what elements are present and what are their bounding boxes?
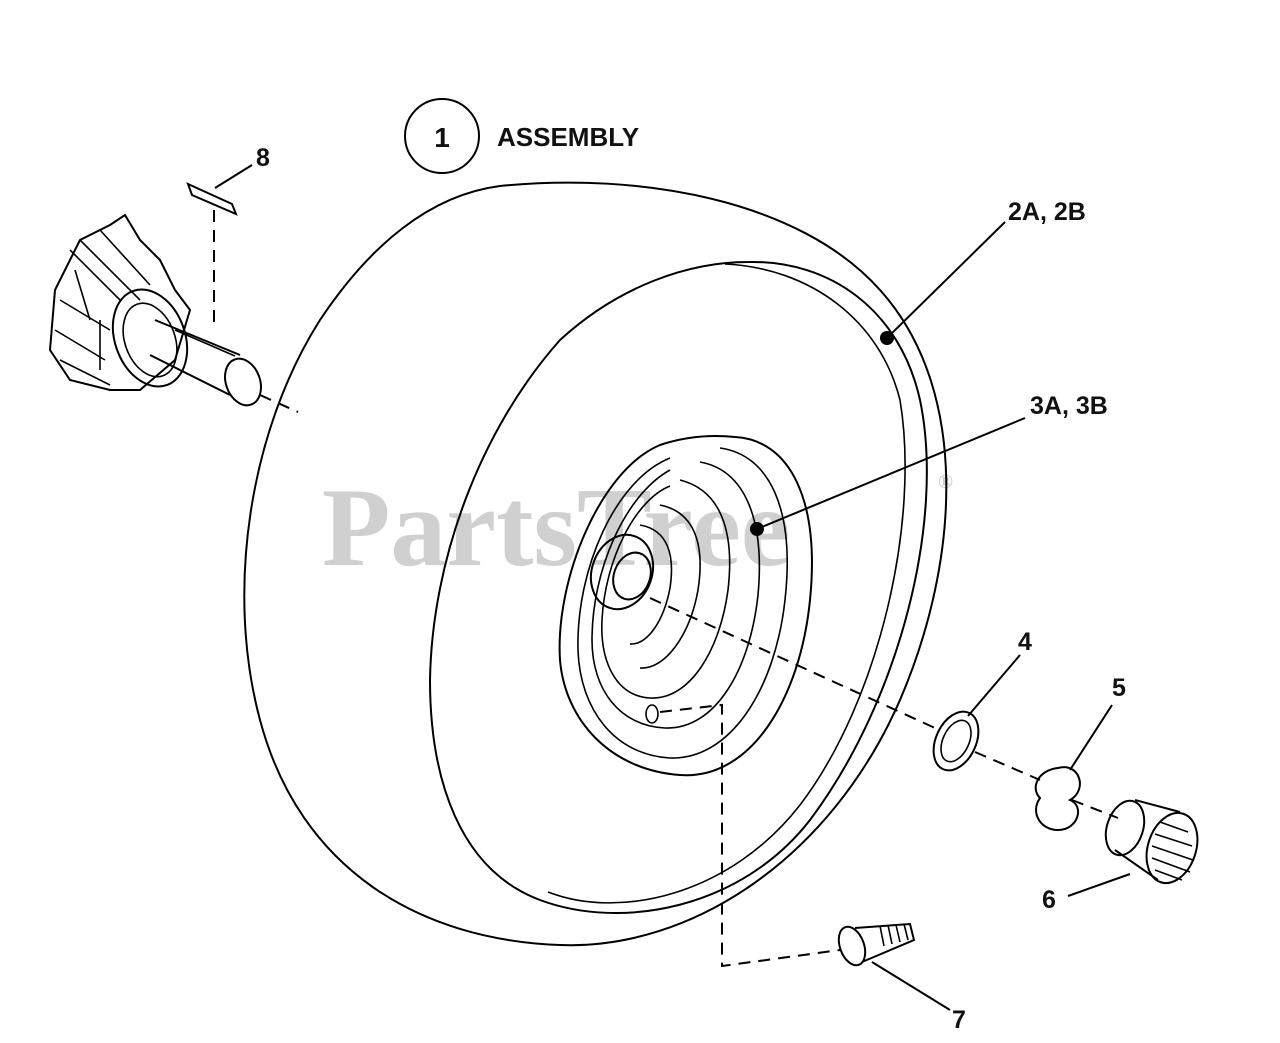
leader-key [214,164,253,189]
key-part [186,182,238,216]
hub-cap-grille [1151,821,1194,881]
axle-dash-line [259,394,299,413]
valve-dash-line [659,703,841,968]
hub-dash-line [649,597,936,729]
leader-lines [214,164,1131,1011]
callout-retaining-ring: 5 [1112,674,1126,702]
assembly-header: 1 ASSEMBLY [404,98,639,174]
watermark-text: PartsTree [322,466,791,590]
valve-stem-body [854,922,916,963]
washer-outer [932,710,980,772]
callout-tire: 2A, 2B [1008,198,1086,226]
washer-to-ring-dash [974,751,1041,781]
tire-tread-edge [547,263,906,904]
tire-outer-outline [243,181,948,947]
tire-inner-sidewall [428,260,928,914]
washer-inner [940,719,972,763]
leader-retaining-ring [1069,704,1113,771]
retaining-ring-body [1034,766,1081,832]
valve-stem-base [837,925,867,967]
callout-rim: 3A, 3B [1030,392,1108,420]
leader-hub-cap [1067,873,1131,897]
leader-rim [756,417,1026,530]
axle-shaft [149,319,241,396]
axle-shaft-end [224,357,262,407]
rim-ring-3 [601,479,731,699]
callout-key: 8 [256,144,270,172]
hub-cap-face [1145,811,1199,885]
hub-cap-part [1104,799,1199,885]
axle-keyway [174,329,236,357]
assembly-number: 1 [434,122,450,153]
callout-hub-cap: 6 [1042,886,1056,914]
leader-tire [886,221,1006,339]
retaining-ring-part [1034,766,1081,832]
rim-ring-4 [639,504,701,669]
rim-hub-inner [612,551,652,601]
rim-valve-hole [645,704,659,724]
spindle-fins [54,229,151,386]
watermark: PartsTree ® [322,466,953,590]
rim-ring-1 [577,447,788,759]
spindle-flange-inner [122,302,178,378]
callout-valve-stem: 7 [952,1006,966,1034]
ring-to-cap-dash [1071,799,1119,819]
rim-outer [558,434,813,777]
valve-stem-part [837,922,916,967]
valve-stem-threads [879,923,909,947]
washer-part [932,710,980,772]
callout-labels: 2A, 2B 3A, 3B 4 5 6 7 8 [256,144,1126,1034]
spindle-flange [111,288,189,388]
rim-ring-5 [629,524,673,645]
tire [243,181,948,947]
assembly-number-circle [404,98,480,174]
assembly-label: ASSEMBLY [497,122,639,152]
spindle-body [48,213,192,391]
callout-washer: 4 [1018,628,1032,656]
axle-spindle [48,213,262,407]
assembly-lines [213,210,1119,968]
hub-cap-back [1104,799,1146,857]
key-body [186,182,238,216]
rim-hub-outer [589,533,655,611]
rim [558,434,813,777]
leader-valve-stem [871,961,951,1011]
leader-washer [967,654,1021,717]
